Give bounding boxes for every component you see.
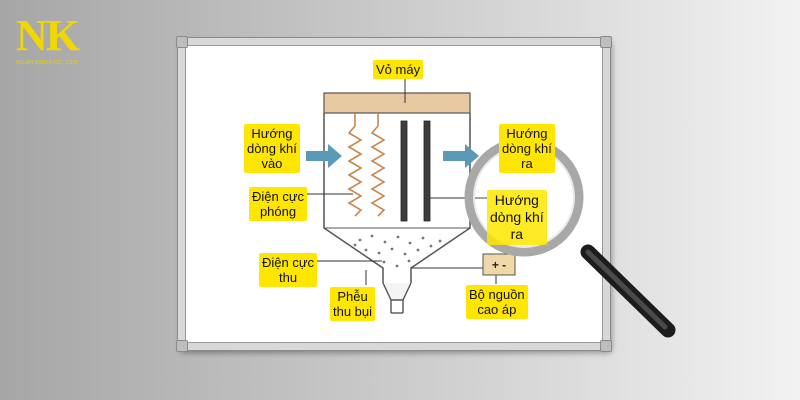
label-line: thu (278, 270, 298, 285)
company-logo: NK NGAN KHOA CO., LTD (16, 14, 106, 74)
label-gas-inflow: Hướng dòng khí vào (244, 124, 300, 173)
label-line: phóng (259, 204, 297, 219)
power-supply-box (482, 253, 516, 276)
collecting-plate (423, 120, 431, 222)
electrode-zigzag (347, 125, 363, 217)
label-power-supply: Bộ nguồn cao áp (466, 285, 528, 319)
label-line: ra (510, 226, 524, 242)
label-line: vào (261, 156, 283, 171)
logo-mark: NK (16, 11, 80, 60)
housing-top-cap (323, 92, 471, 114)
power-symbols: + - (492, 258, 506, 272)
board-corner (176, 340, 188, 352)
electrode-zigzag (370, 125, 386, 217)
label-line: cao áp (477, 302, 517, 317)
label-line: Hướng (494, 192, 539, 208)
board-corner (600, 340, 612, 352)
label-line: dòng khí (247, 141, 297, 156)
board-corner (176, 36, 188, 48)
label-housing: Vỏ máy (373, 60, 424, 79)
board-corner (600, 36, 612, 48)
label-dust-hopper: Phễu thu bụi (330, 287, 376, 321)
label-discharge-electrode: Điện cực phóng (249, 187, 308, 221)
label-line: thu bụi (333, 304, 373, 319)
hopper-outlet (382, 282, 412, 301)
collecting-plate (400, 120, 408, 222)
label-gas-outflow-magnified: Hướng dòng khí ra (487, 190, 547, 245)
gas-outflow-arrow-icon (443, 144, 479, 168)
label-collecting-electrode: Điện cực thu (259, 253, 318, 287)
discharge-electrodes (347, 113, 386, 217)
label-line: Bộ nguồn (469, 287, 525, 302)
label-line: Điện cực (252, 189, 305, 204)
label-line: Hướng (506, 126, 548, 141)
label-line: Điện cực (262, 255, 315, 270)
gas-inflow-arrow-icon (306, 144, 342, 168)
label-line: dòng khí (490, 209, 544, 225)
label-line: Phễu (337, 289, 368, 304)
dust-particles (353, 234, 442, 268)
label-line: dòng khí (502, 141, 552, 156)
logo-subtitle: NGAN KHOA CO., LTD (16, 60, 78, 66)
label-line: ra (521, 156, 533, 171)
label-gas-outflow: Hướng dòng khí ra (499, 124, 555, 173)
label-line: Hướng (251, 126, 293, 141)
housing-right-wall (410, 113, 471, 283)
housing-left-wall (323, 113, 384, 283)
